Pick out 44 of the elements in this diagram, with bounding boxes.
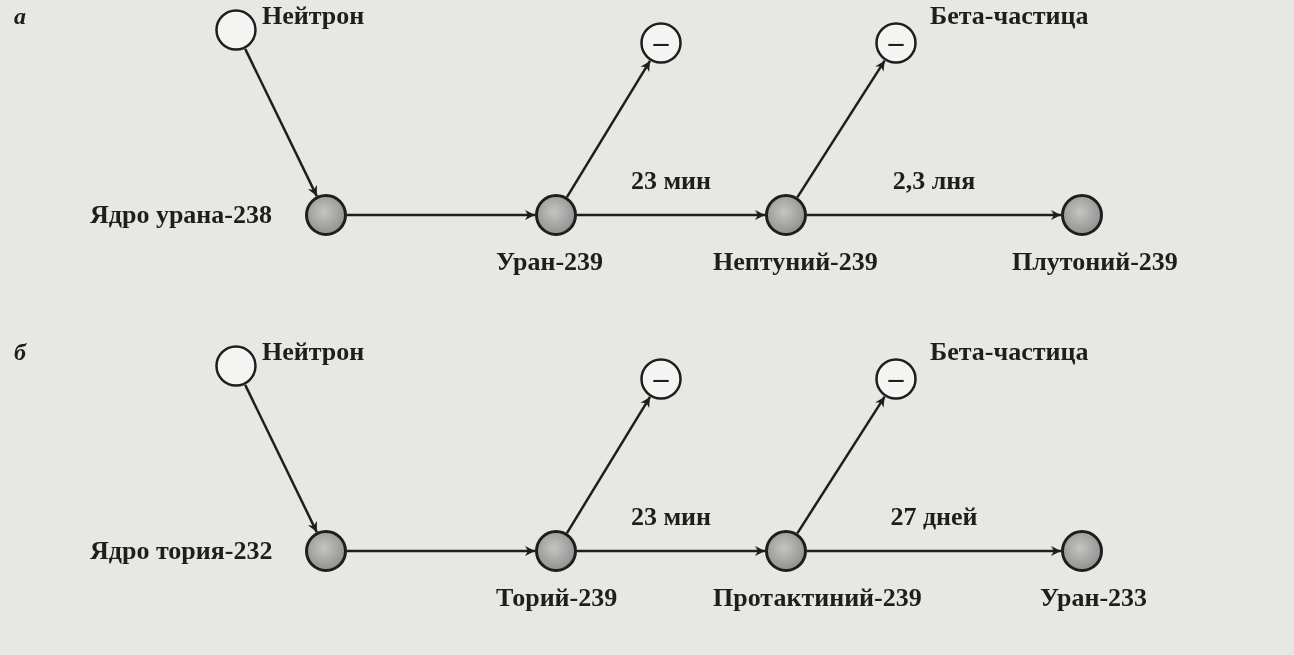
arrow <box>807 210 1061 220</box>
edge-label: 27 дней <box>890 503 978 532</box>
node-caption: Уран-239 <box>496 248 604 277</box>
nucleus-sphere <box>765 194 807 236</box>
arrow <box>796 60 886 198</box>
neutron-circle <box>215 345 257 387</box>
node-caption: Нептуний-239 <box>713 248 878 277</box>
neutron-circle <box>215 9 257 51</box>
arrow <box>244 48 318 197</box>
nucleus-sphere <box>305 194 347 236</box>
arrow <box>577 210 765 220</box>
nucleus-sphere <box>1061 530 1103 572</box>
particle-circle: – <box>875 22 917 64</box>
panel-letter: а <box>14 4 26 28</box>
nucleus-sphere <box>535 194 577 236</box>
node-caption: Ядро урана-238 <box>90 201 272 230</box>
nucleus-sphere <box>305 530 347 572</box>
nucleus-sphere <box>535 530 577 572</box>
edge-label: 2,3 лня <box>892 167 976 196</box>
nucleus-sphere <box>1061 194 1103 236</box>
node-caption: Торий-239 <box>496 584 618 613</box>
node-caption: Бета-частица <box>930 338 1089 367</box>
node-caption: Уран-233 <box>1040 584 1148 613</box>
arrow <box>807 546 1061 556</box>
particle-circle: – <box>875 358 917 400</box>
arrow <box>244 384 318 533</box>
node-caption: Ядро тория-232 <box>90 537 273 566</box>
node-caption: Нейтрон <box>262 2 365 31</box>
arrow <box>347 546 535 556</box>
particle-circle: – <box>640 358 682 400</box>
arrow <box>565 396 652 534</box>
edge-label: 23 мин <box>630 167 712 196</box>
node-caption: Плутоний-239 <box>1012 248 1178 277</box>
arrow <box>565 60 652 198</box>
particle-circle: – <box>640 22 682 64</box>
panel-letter: б <box>14 340 26 364</box>
node-caption: Бета-частица <box>930 2 1089 31</box>
arrow <box>796 396 886 534</box>
arrow <box>577 546 765 556</box>
node-caption: Протактиний-239 <box>713 584 922 613</box>
nucleus-sphere <box>765 530 807 572</box>
edge-label: 23 мин <box>630 503 712 532</box>
node-caption: Нейтрон <box>262 338 365 367</box>
arrow <box>347 210 535 220</box>
